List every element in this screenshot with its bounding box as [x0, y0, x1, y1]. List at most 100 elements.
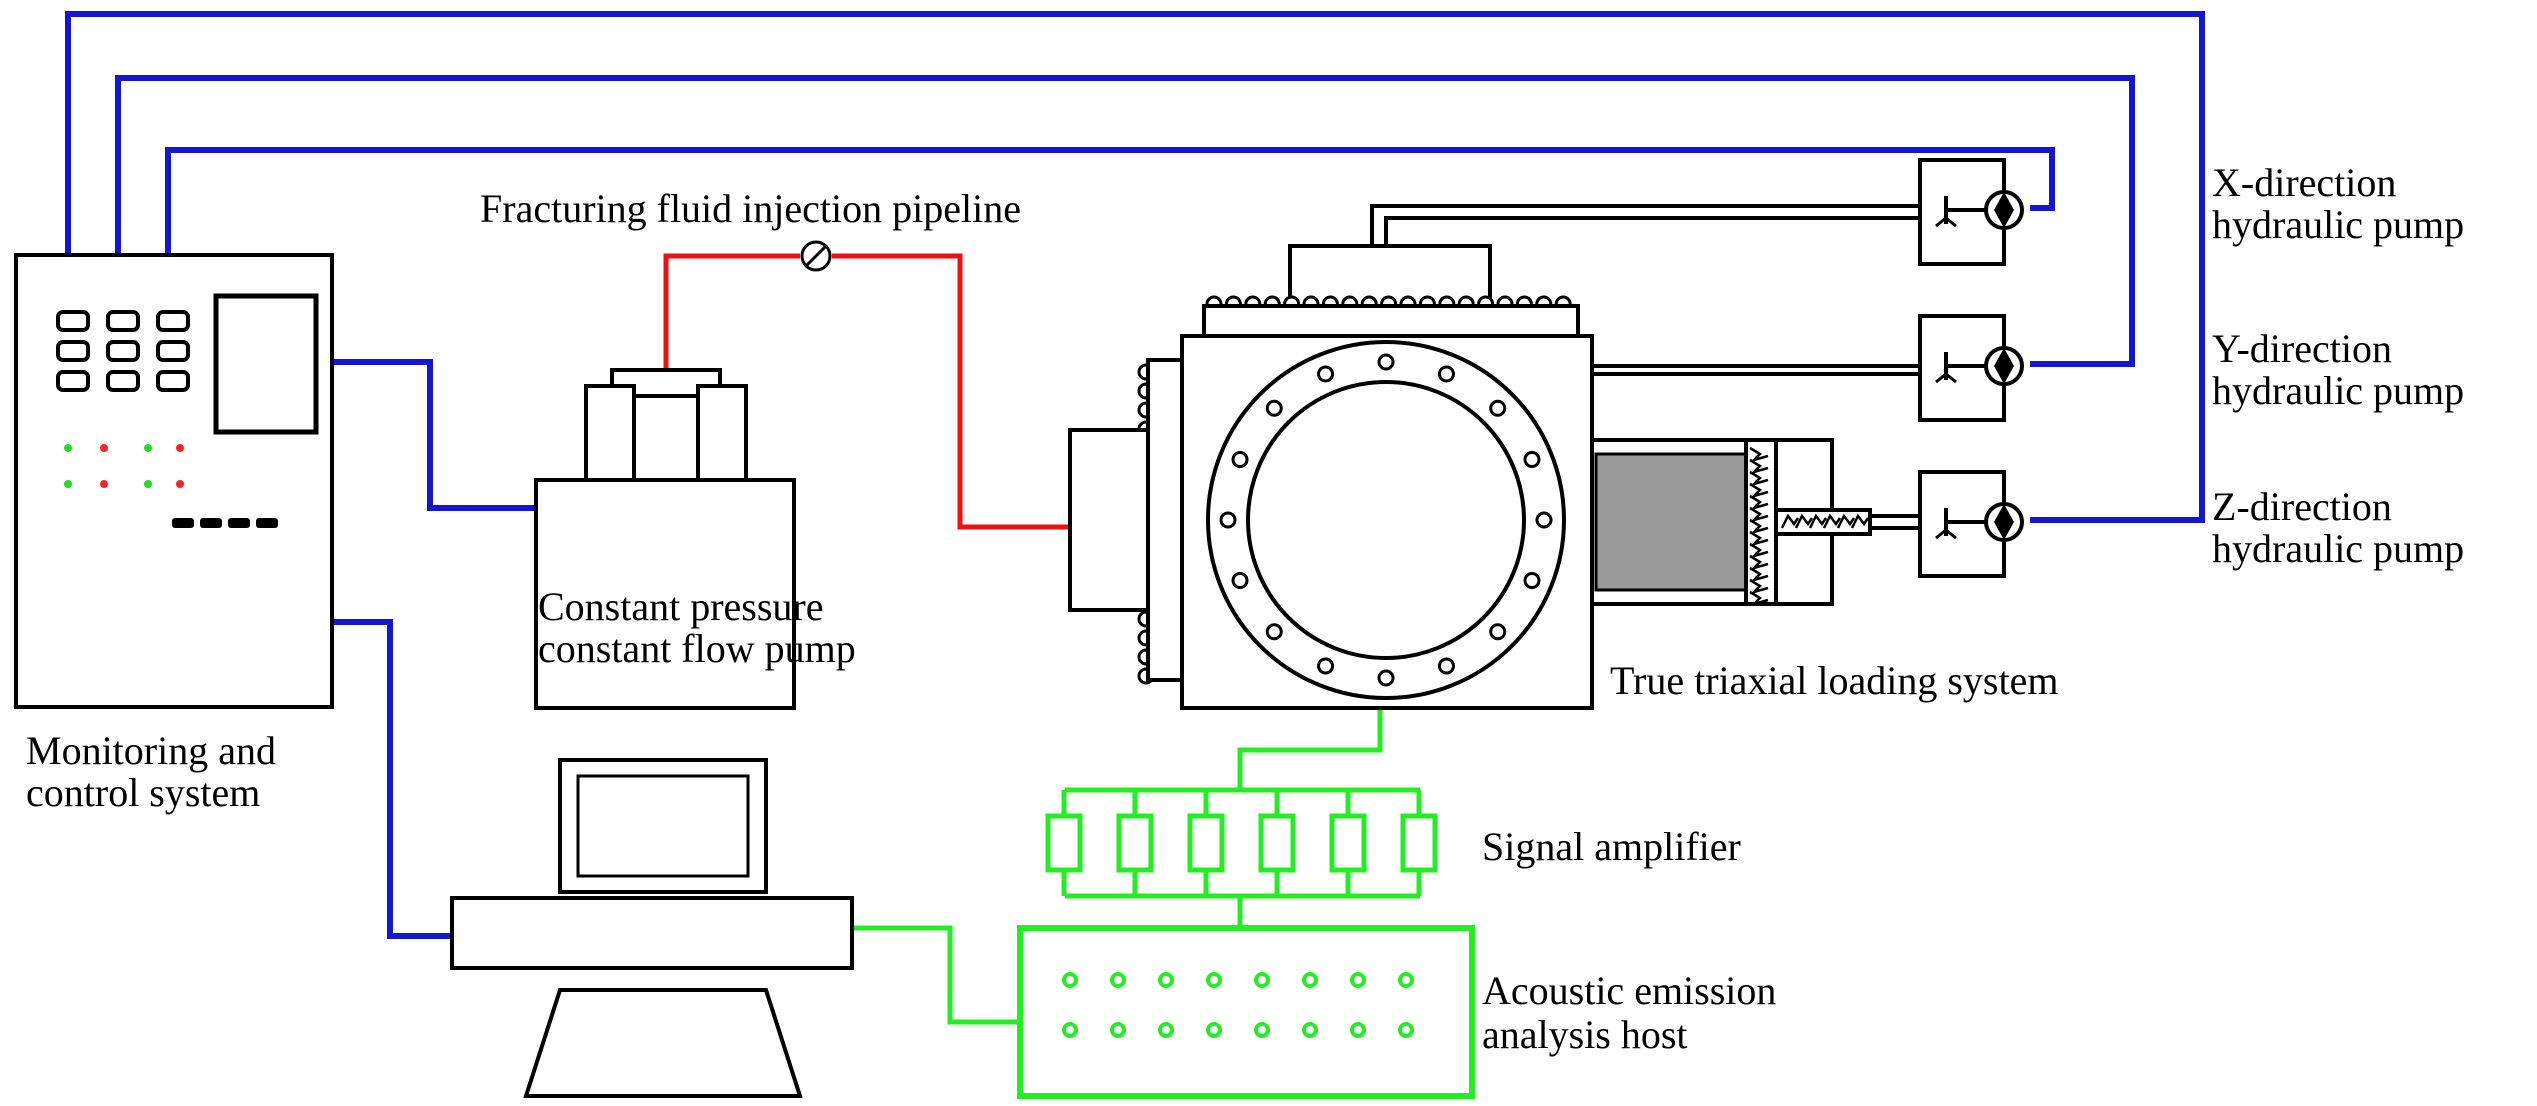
- cp-pump-label-line2: constant flow pump: [538, 626, 856, 671]
- y-pump-label-line1: Y-direction: [2212, 326, 2392, 371]
- ae-channel-dot: [1206, 1022, 1222, 1038]
- piston-hatch: [1749, 494, 1769, 511]
- bolt-circle: [1489, 623, 1507, 641]
- indicator-light: [176, 444, 184, 452]
- keypad-key: [56, 310, 90, 332]
- injection-pipeline-label: Fracturing fluid injection pipeline: [480, 186, 1021, 231]
- keypad-key: [156, 340, 190, 362]
- ae-channel-dot: [1302, 1022, 1318, 1038]
- pump-spring: [1935, 216, 1957, 228]
- piston-hatch: [1749, 470, 1769, 487]
- piston-hatch: [1749, 530, 1769, 547]
- indicator-light: [100, 444, 108, 452]
- ae-channel-dot: [1062, 972, 1078, 988]
- x-pump-label-line2: hydraulic pump: [2212, 202, 2464, 247]
- keypad-key: [106, 370, 140, 392]
- rod-hatch: [1850, 513, 1870, 529]
- rod-hatch: [1794, 513, 1814, 529]
- cp-pump-label-line1: Constant pressure: [538, 584, 824, 629]
- amplifier-unit: [1329, 813, 1367, 873]
- injection-line: [663, 253, 800, 370]
- pump-impeller: [1994, 504, 2014, 540]
- x-pump-label-line1: X-direction: [2212, 160, 2396, 205]
- triaxial-label: True triaxial loading system: [1610, 658, 2058, 703]
- ae-host-box: [1017, 925, 1475, 1099]
- piston-hatch: [1749, 590, 1769, 607]
- injection-line-2: [832, 253, 1070, 530]
- ae-channel-dot: [1158, 972, 1174, 988]
- ae-channel-dot: [1398, 1022, 1414, 1038]
- ae-channel-dot: [1206, 972, 1222, 988]
- signal-lines: [852, 710, 1420, 1025]
- amplifier-unit: [1400, 813, 1438, 873]
- pump-spring: [1935, 372, 1957, 384]
- hydraulic-control-lines: [65, 11, 2205, 939]
- triaxial-signal-line: [1237, 710, 1383, 790]
- keypad-key: [56, 340, 90, 362]
- pump-impeller: [1994, 192, 2014, 228]
- piston-hatch: [1749, 554, 1769, 571]
- ae-channel-dot: [1254, 972, 1270, 988]
- piston-hatch: [1749, 542, 1769, 559]
- indicator-lights: [64, 444, 184, 488]
- indicator-light: [176, 480, 184, 488]
- ae-channel-dot: [1302, 972, 1318, 988]
- bolt-circle: [1489, 399, 1507, 417]
- ae-channel-dot: [1110, 1022, 1126, 1038]
- computer: [450, 758, 854, 1098]
- bolt-circle: [1523, 451, 1541, 469]
- y-pump-control-line: [115, 75, 2135, 367]
- rod-hatch: [1822, 513, 1842, 529]
- bolt-circle: [1265, 623, 1283, 641]
- bolt-circle: [1219, 511, 1237, 529]
- ae-channel-dot: [1350, 1022, 1366, 1038]
- z-pump-label-line1: Z-direction: [2212, 484, 2392, 529]
- piston-hatch: [1749, 506, 1769, 523]
- bolt-circle: [1535, 511, 1553, 529]
- bolt-circle: [1377, 353, 1395, 371]
- piston-hatch: [1749, 566, 1769, 583]
- keypad-key: [56, 370, 90, 392]
- monitoring-control-cabinet: [14, 253, 334, 709]
- y-direction-hydraulic-pump: [1918, 314, 2024, 422]
- bolt-circle: [1231, 451, 1249, 469]
- true-triaxial-loading-system: [1068, 204, 1920, 710]
- ae-channel-dot: [1254, 1022, 1270, 1038]
- piston-head: [1744, 438, 1778, 607]
- rock-specimen: [1594, 452, 1748, 592]
- keypad-key: [106, 340, 140, 362]
- piston-hatch: [1749, 518, 1769, 535]
- rod-hatch: [1836, 513, 1856, 529]
- z-direction-hydraulic-pump: [1918, 470, 2024, 578]
- rod-hatch: [1780, 513, 1800, 529]
- piston-hatch: [1749, 482, 1769, 499]
- piston-hatch: [1749, 578, 1769, 595]
- rod-hatch: [1808, 513, 1828, 529]
- keypad-key: [156, 370, 190, 392]
- computer-base: [450, 896, 854, 970]
- bolt-circle: [1265, 399, 1283, 417]
- ae-host-label-line2: analysis host: [1482, 1012, 1688, 1057]
- chamber-window: [1246, 380, 1526, 660]
- ae-channel-dot: [1062, 1022, 1078, 1038]
- ae-channel-dot: [1110, 972, 1126, 988]
- bolt-circle: [1377, 669, 1395, 687]
- computer-signal-line: [852, 925, 1020, 1025]
- indicator-light: [144, 444, 152, 452]
- piston-hatch: [1749, 458, 1769, 475]
- keypad-key: [156, 310, 190, 332]
- ae-host-channels: [1062, 972, 1414, 1038]
- pump-impeller: [1994, 348, 2014, 384]
- acoustic-emission-host: [1017, 925, 1475, 1099]
- indicator-light: [64, 480, 72, 488]
- ae-channel-dot: [1350, 972, 1366, 988]
- ae-channel-dot: [1398, 972, 1414, 988]
- control-keypad: [56, 310, 190, 392]
- control-display: [213, 293, 319, 435]
- bolt-circle: [1437, 365, 1455, 383]
- amplifier-unit: [1116, 813, 1154, 873]
- keypad-key: [106, 310, 140, 332]
- bolt-circle: [1231, 571, 1249, 589]
- bolt-circle: [1317, 657, 1335, 675]
- amplifier-unit: [1045, 813, 1083, 873]
